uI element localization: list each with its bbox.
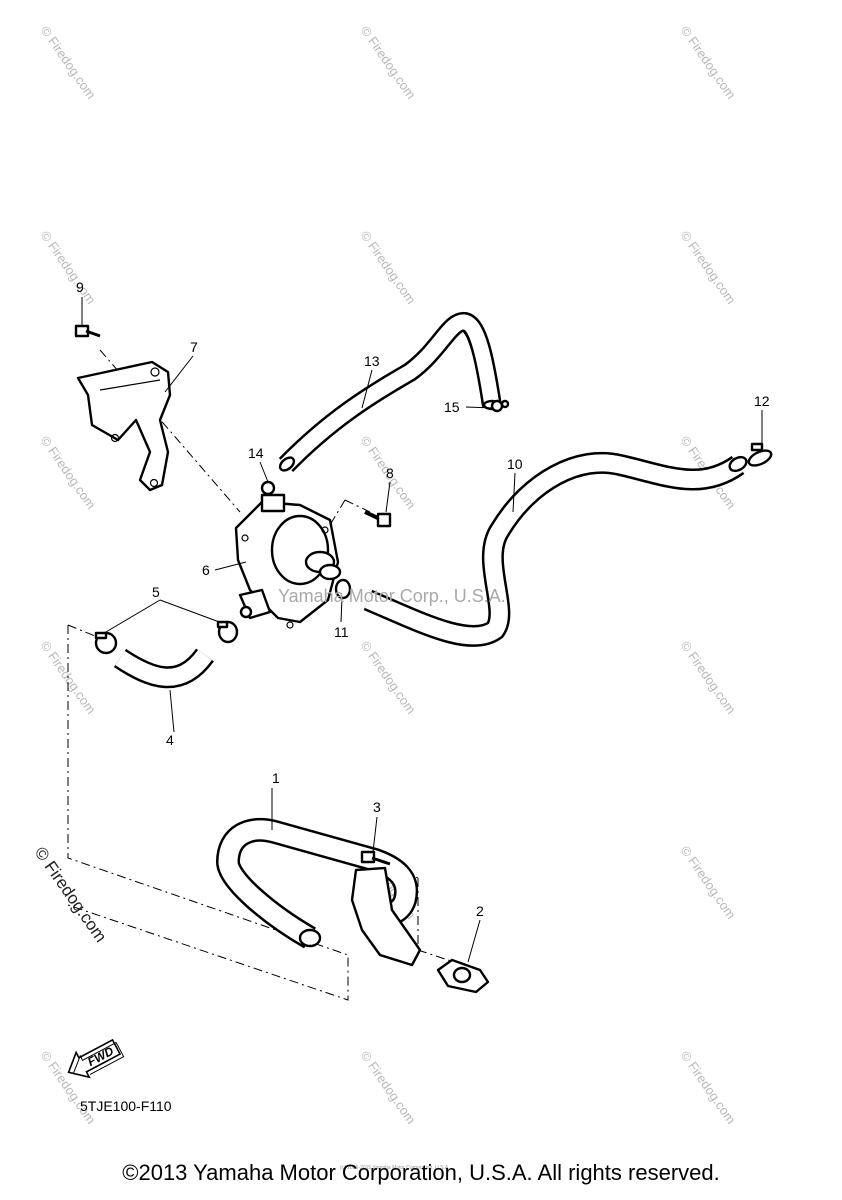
part-number-labels: 1 2 3 4 5 6 7 8 9 10 11 12 13 14 15 — [76, 279, 770, 919]
watermark-tile: © Firedog.com — [678, 843, 739, 922]
watermark-tile: © Firedog.com — [38, 23, 99, 102]
watermark-tile: © Firedog.com — [38, 433, 99, 512]
watermark-tile: © Firedog.com — [358, 228, 419, 307]
part-number-4: 4 — [166, 732, 174, 748]
part-number-5: 5 — [152, 584, 160, 600]
part-number-6: 6 — [202, 562, 210, 578]
part-number-14: 14 — [248, 445, 264, 461]
part-pump-6 — [234, 480, 342, 629]
part-bracket-7 — [76, 360, 172, 492]
part-gasket-2 — [436, 958, 490, 994]
part-number-1: 1 — [272, 770, 280, 786]
watermark-tile: © Firedog.com — [358, 1048, 419, 1127]
fwd-arrow: FWD — [67, 1038, 125, 1079]
drawing-code: 5TJE100-F110 — [80, 1098, 172, 1114]
part-number-9: 9 — [76, 279, 84, 295]
part-hose-13 — [278, 312, 502, 472]
part-pipe-1 — [215, 817, 419, 949]
part-bracket-3 — [350, 850, 422, 967]
part-number-3: 3 — [373, 799, 381, 815]
part-hose-4 — [113, 648, 214, 689]
watermark-tile: © Firedog.com — [678, 1048, 739, 1127]
part-oring-11 — [334, 578, 352, 600]
part-bolt-9 — [74, 324, 101, 338]
part-hose-10 — [363, 451, 748, 647]
part-number-10: 10 — [507, 456, 523, 472]
part-number-8: 8 — [386, 465, 394, 481]
watermark-tile: © Firedog.com — [678, 638, 739, 717]
watermark-tile: © Firedog.com — [38, 228, 99, 307]
watermark-tiles: © Firedog.com © Firedog.com © Firedog.co… — [38, 23, 739, 1127]
watermark-tile: © Firedog.com — [678, 23, 739, 102]
leader-lines — [81, 297, 763, 963]
part-bolt-8 — [364, 510, 392, 528]
part-clamp-15 — [490, 399, 510, 413]
tiny-print: (c) 2005-2015 Yamaha Motor Corporation, … — [340, 1165, 450, 1171]
part-number-12: 12 — [754, 393, 770, 409]
part-clamp-12 — [747, 442, 773, 467]
part-clamps-5 — [94, 620, 239, 655]
part-number-15: 15 — [444, 399, 460, 415]
part-number-2: 2 — [476, 903, 484, 919]
copyright-footer: ©2013 Yamaha Motor Corporation, U.S.A. A… — [122, 1160, 720, 1185]
part-number-7: 7 — [190, 339, 198, 355]
watermark-tile: © Firedog.com — [678, 228, 739, 307]
watermark-tile: © Firedog.com — [358, 23, 419, 102]
part-number-13: 13 — [364, 353, 380, 369]
center-watermark: Yamaha Motor Corp., U.S.A. — [278, 586, 506, 606]
watermark-tile: © Firedog.com — [358, 638, 419, 717]
part-number-11: 11 — [334, 624, 349, 640]
